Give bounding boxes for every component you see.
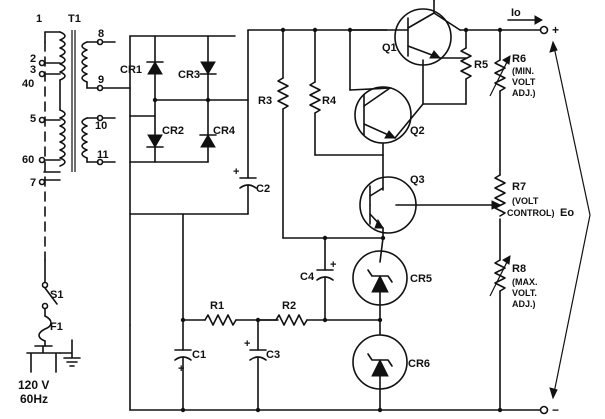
transistor-q1: Q1	[349, 0, 467, 91]
resistor-r5: R5	[422, 29, 488, 105]
capacitor-c2: + C2	[129, 29, 270, 215]
output-voltage-indicator: Eo	[549, 40, 591, 400]
resistor-r3: R3	[258, 29, 289, 239]
label-r4: R4	[322, 95, 337, 107]
bottom-rail: −	[129, 403, 559, 417]
mains-input: S1 F1 120 V 60Hz	[18, 31, 81, 406]
label-pin3: 3	[30, 64, 36, 76]
label-r8: R8	[512, 263, 526, 275]
label-pin1: 1	[36, 13, 42, 25]
bridge-rectifier: CR1 CR2 CR3 CR4	[102, 35, 249, 411]
label-r8-line4: ADJ.)	[512, 299, 536, 309]
potentiometer-r7: R7 (VOLT CONTROL)	[491, 174, 555, 261]
ground-icon	[59, 339, 81, 367]
transistor-q3: Q3	[359, 154, 501, 239]
label-c3: C3	[266, 349, 280, 361]
resistor-r1: R1	[182, 300, 279, 326]
label-r8-line3: VOLT.	[512, 288, 537, 298]
label-r6-line2: (MIN.	[512, 66, 534, 76]
label-pin60: 60	[22, 154, 34, 166]
label-plus-terminal: +	[552, 23, 559, 37]
label-io: Io	[511, 7, 521, 19]
mains-plug-icon	[26, 345, 61, 373]
label-r8-line2: (MAX.	[512, 277, 538, 287]
label-pin5: 5	[30, 113, 36, 125]
label-c2-polarity: +	[233, 166, 239, 178]
label-pin10: 10	[95, 120, 107, 132]
output-positive-rail: Io +	[433, 0, 559, 61]
label-c4-polarity: +	[330, 259, 336, 271]
fuse-f1	[38, 315, 52, 342]
diode-cr2	[147, 134, 163, 148]
label-r3: R3	[258, 95, 272, 107]
zener-cr5: CR5	[352, 237, 432, 321]
label-r7: R7	[512, 181, 526, 193]
label-q3: Q3	[410, 174, 425, 186]
label-r6: R6	[512, 53, 526, 65]
label-cr6: CR6	[408, 358, 430, 370]
label-r6-line3: VOLT	[512, 77, 536, 87]
diode-cr3	[200, 61, 216, 75]
label-q2: Q2	[410, 125, 425, 137]
label-r7-line3: CONTROL)	[507, 208, 555, 218]
label-mains-frequency: 60Hz	[20, 392, 48, 406]
label-c3-polarity: +	[244, 338, 250, 350]
label-r7-line2: (VOLT	[512, 196, 539, 206]
label-pin11: 11	[97, 149, 109, 161]
diode-cr4	[200, 134, 216, 148]
capacitor-c4: + C4	[282, 235, 386, 321]
label-c4: C4	[300, 271, 315, 283]
switch-s1-blade	[44, 287, 58, 305]
label-pin8: 8	[98, 28, 104, 40]
label-pin40: 40	[22, 78, 34, 90]
diode-cr1	[147, 61, 163, 75]
label-eo: Eo	[560, 207, 574, 219]
label-pin7: 7	[30, 177, 36, 189]
transistor-q2: Q2	[349, 59, 425, 156]
label-cr4: CR4	[213, 125, 236, 137]
label-t1: T1	[68, 13, 81, 25]
label-pin9: 9	[98, 74, 104, 86]
label-cr2: CR2	[162, 125, 184, 137]
label-f1: F1	[50, 321, 63, 333]
label-c2: C2	[256, 183, 270, 195]
label-cr5: CR5	[410, 273, 432, 285]
label-r1: R1	[210, 300, 224, 312]
resistor-r4: R4	[309, 29, 384, 156]
label-q1: Q1	[382, 42, 397, 54]
label-minus-terminal: −	[552, 403, 559, 417]
label-s1: S1	[50, 289, 63, 301]
label-c1: C1	[192, 349, 206, 361]
label-c1-polarity: +	[178, 363, 184, 375]
label-pin2: 2	[30, 53, 36, 65]
resistor-r8: R8 (MAX. VOLT. ADJ.)	[489, 255, 538, 411]
label-cr3: CR3	[178, 69, 200, 81]
label-r2: R2	[282, 300, 296, 312]
resistor-r2: R2	[255, 300, 383, 326]
label-mains-voltage: 120 V	[18, 378, 49, 392]
label-r5: R5	[474, 59, 488, 71]
label-cr1: CR1	[120, 64, 142, 76]
resistor-r6: R6 (MIN. VOLT ADJ.)	[489, 53, 536, 176]
transformer-t1: T1 1 2 3 40 5 60 7 8 9 10 11	[22, 13, 109, 189]
zener-cr6: CR6	[352, 319, 430, 411]
capacitor-c1: C1 +	[174, 213, 206, 411]
capacitor-c3: C3 +	[244, 319, 280, 411]
label-r6-line4: ADJ.)	[512, 88, 536, 98]
